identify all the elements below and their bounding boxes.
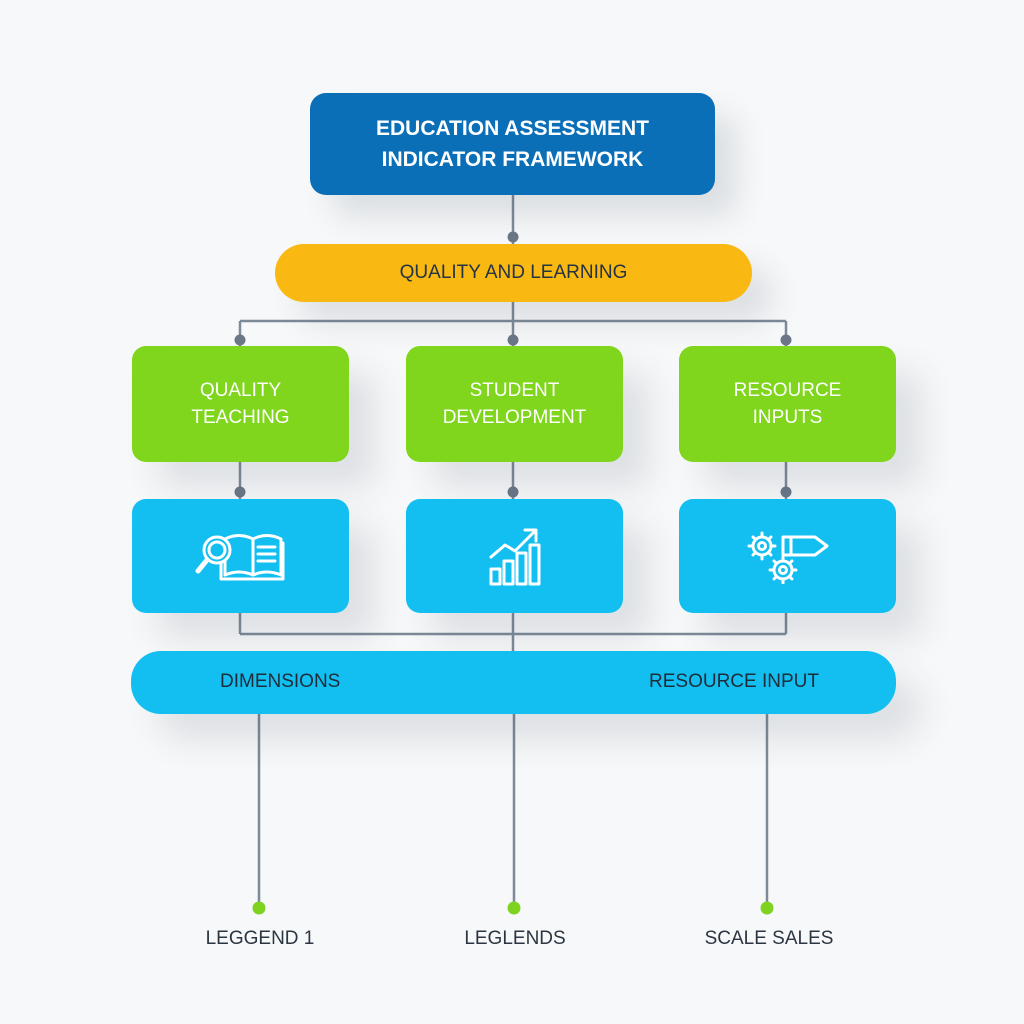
- legend-dot: [760, 901, 774, 915]
- legend-dot: [252, 901, 266, 915]
- category-label-line-1: RESOURCE: [733, 380, 842, 401]
- connector-dot: [507, 486, 519, 498]
- category-quality-teaching: QUALITY TEACHING: [132, 346, 349, 462]
- book-magnifier-icon: [195, 529, 287, 583]
- connector-dot: [234, 334, 246, 346]
- connector-dot: [507, 231, 519, 243]
- legend-label-1: LEGGEND 1: [205, 928, 315, 949]
- quality-label: QUALITY AND LEARNING: [399, 262, 628, 283]
- gears-pencil-icon: [747, 528, 829, 584]
- category-label-line-1: QUALITY: [199, 380, 282, 401]
- connector-dot: [507, 334, 519, 346]
- icon-box-student-development: [406, 499, 623, 613]
- category-label-line-1: STUDENT: [469, 380, 560, 401]
- icon-box-resource-inputs: [679, 499, 896, 613]
- category-label-line-2: DEVELOPMENT: [442, 407, 587, 428]
- framework-title-box: EDUCATION ASSESSMENT INDICATOR FRAMEWORK: [310, 93, 715, 195]
- quality-and-learning-box: QUALITY AND LEARNING: [275, 244, 752, 302]
- legend-label-2: LEGLENDS: [464, 928, 566, 949]
- legend-dot: [507, 901, 521, 915]
- category-resource-inputs: RESOURCE INPUTS: [679, 346, 896, 462]
- category-label-line-2: TEACHING: [191, 407, 290, 428]
- category-label-line-2: INPUTS: [752, 407, 823, 428]
- framework-title-line-2: INDICATOR FRAMEWORK: [381, 148, 644, 171]
- dimensions-bar: DIMENSIONS RESOURCE INPUT: [131, 651, 896, 714]
- dimensions-label: DIMENSIONS: [220, 671, 341, 692]
- resource-input-label: RESOURCE INPUT: [649, 671, 819, 692]
- legend-label-3: SCALE SALES: [704, 928, 834, 949]
- icon-box-quality-teaching: [132, 499, 349, 613]
- growth-chart-icon: [487, 525, 543, 587]
- connector-dot: [780, 486, 792, 498]
- connector-dot: [780, 334, 792, 346]
- connector-dot: [234, 486, 246, 498]
- framework-title-line-1: EDUCATION ASSESSMENT: [375, 117, 650, 140]
- category-student-development: STUDENT DEVELOPMENT: [406, 346, 623, 462]
